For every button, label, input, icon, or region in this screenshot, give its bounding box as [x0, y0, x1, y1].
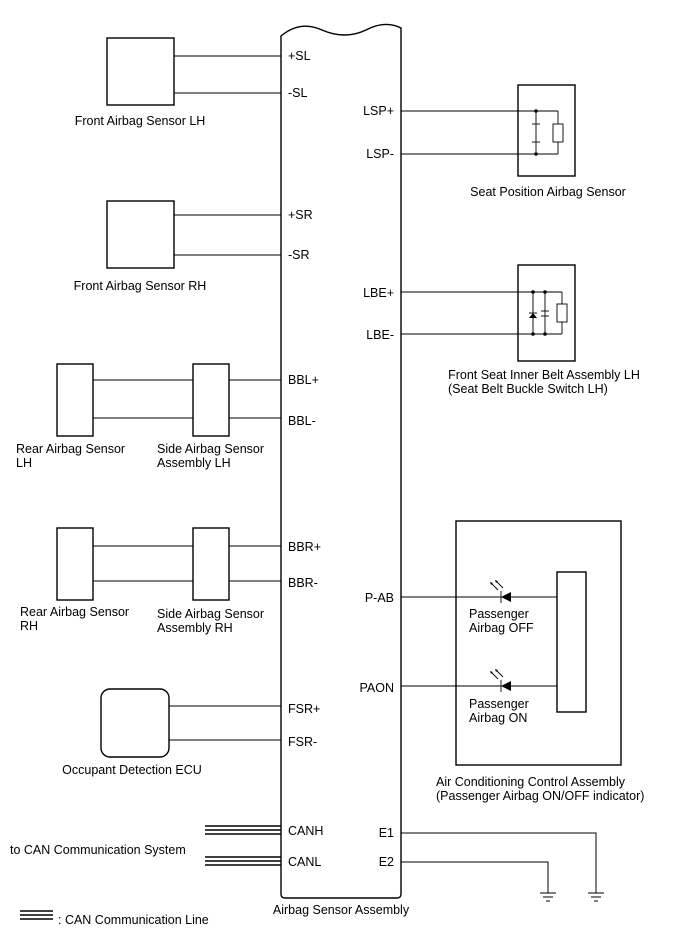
terminal-bbr-minus: BBR- — [288, 576, 318, 590]
rear-airbag-sensor-lh-label-2: LH — [16, 456, 32, 470]
terminal-plus-sl: +SL — [288, 49, 311, 63]
front-airbag-sensor-rh-box — [106, 200, 175, 269]
ground-e2-icon — [540, 892, 556, 902]
ac-control-assembly-label-2: (Passenger Airbag ON/OFF indicator) — [436, 789, 644, 803]
side-airbag-sensor-lh-label-1: Side Airbag Sensor — [157, 442, 264, 456]
can-legend-symbol — [20, 910, 53, 920]
ac-control-assembly-label-1: Air Conditioning Control Assembly — [436, 775, 626, 789]
rear-airbag-sensor-lh-box — [56, 363, 94, 437]
rear-airbag-sensor-rh-box — [56, 527, 94, 601]
ground-e1-icon — [588, 892, 604, 902]
can-destination-label: to CAN Communication System — [10, 843, 186, 857]
front-airbag-sensor-rh-label: Front Airbag Sensor RH — [74, 279, 207, 293]
terminal-lbe-plus: LBE+ — [363, 286, 394, 300]
airbag-sensor-assembly-box — [280, 23, 402, 899]
seat-position-airbag-sensor-label: Seat Position Airbag Sensor — [470, 185, 626, 199]
wire-e1 — [401, 832, 597, 893]
terminal-bbl-plus: BBL+ — [288, 373, 319, 387]
can-line-canh — [205, 825, 281, 835]
side-airbag-sensor-lh-label-2: Assembly LH — [157, 456, 231, 470]
front-airbag-sensor-lh-box — [106, 37, 175, 106]
ac-control-unit-box — [556, 571, 587, 713]
passenger-airbag-on-label-1: Passenger — [469, 697, 529, 711]
terminal-lbe-minus: LBE- — [366, 328, 394, 342]
terminal-minus-sl: -SL — [288, 86, 308, 100]
front-seat-inner-belt-label-1: Front Seat Inner Belt Assembly LH — [448, 368, 640, 382]
occupant-detection-ecu-box — [100, 688, 170, 758]
seat-position-airbag-sensor-box — [517, 84, 576, 177]
terminal-fsr-plus: FSR+ — [288, 702, 320, 716]
side-airbag-sensor-assembly-rh-box — [192, 527, 230, 601]
terminal-bbl-minus: BBL- — [288, 414, 316, 428]
front-seat-inner-belt-label-2: (Seat Belt Buckle Switch LH) — [448, 382, 608, 396]
rear-airbag-sensor-rh-label-2: RH — [20, 619, 38, 633]
side-airbag-sensor-rh-label-2: Assembly RH — [157, 621, 233, 635]
front-airbag-sensor-lh-label: Front Airbag Sensor LH — [75, 114, 206, 128]
terminal-fsr-minus: FSR- — [288, 735, 317, 749]
terminal-e2: E2 — [379, 855, 394, 869]
can-line-canl — [205, 856, 281, 866]
wire-e2 — [401, 861, 549, 893]
can-legend-label: : CAN Communication Line — [58, 913, 209, 927]
terminal-e1: E1 — [379, 826, 394, 840]
seat-position-sensor-circuit — [518, 109, 564, 156]
terminal-minus-sr: -SR — [288, 248, 310, 262]
side-airbag-sensor-rh-label-1: Side Airbag Sensor — [157, 607, 264, 621]
terminal-canl: CANL — [288, 855, 321, 869]
terminal-canh: CANH — [288, 824, 323, 838]
buckle-switch-circuit — [518, 290, 568, 336]
terminal-lsp-plus: LSP+ — [363, 104, 394, 118]
air-conditioning-control-assembly-box — [455, 520, 622, 766]
terminal-paon: PAON — [360, 681, 395, 695]
passenger-airbag-off-label-1: Passenger — [469, 607, 529, 621]
terminal-plus-sr: +SR — [288, 208, 313, 222]
occupant-detection-ecu-label: Occupant Detection ECU — [62, 763, 202, 777]
passenger-airbag-on-led-icon — [490, 669, 511, 692]
passenger-airbag-off-label-2: Airbag OFF — [469, 621, 534, 635]
rear-airbag-sensor-rh-label-1: Rear Airbag Sensor — [20, 605, 129, 619]
terminal-p-ab: P-AB — [365, 591, 394, 605]
rear-airbag-sensor-lh-label-1: Rear Airbag Sensor — [16, 442, 125, 456]
passenger-airbag-off-led-icon — [490, 580, 511, 603]
assembly-label: Airbag Sensor Assembly — [273, 903, 410, 917]
terminal-bbr-plus: BBR+ — [288, 540, 321, 554]
terminal-lsp-minus: LSP- — [366, 147, 394, 161]
side-airbag-sensor-assembly-lh-box — [192, 363, 230, 437]
passenger-airbag-on-label-2: Airbag ON — [469, 711, 527, 725]
